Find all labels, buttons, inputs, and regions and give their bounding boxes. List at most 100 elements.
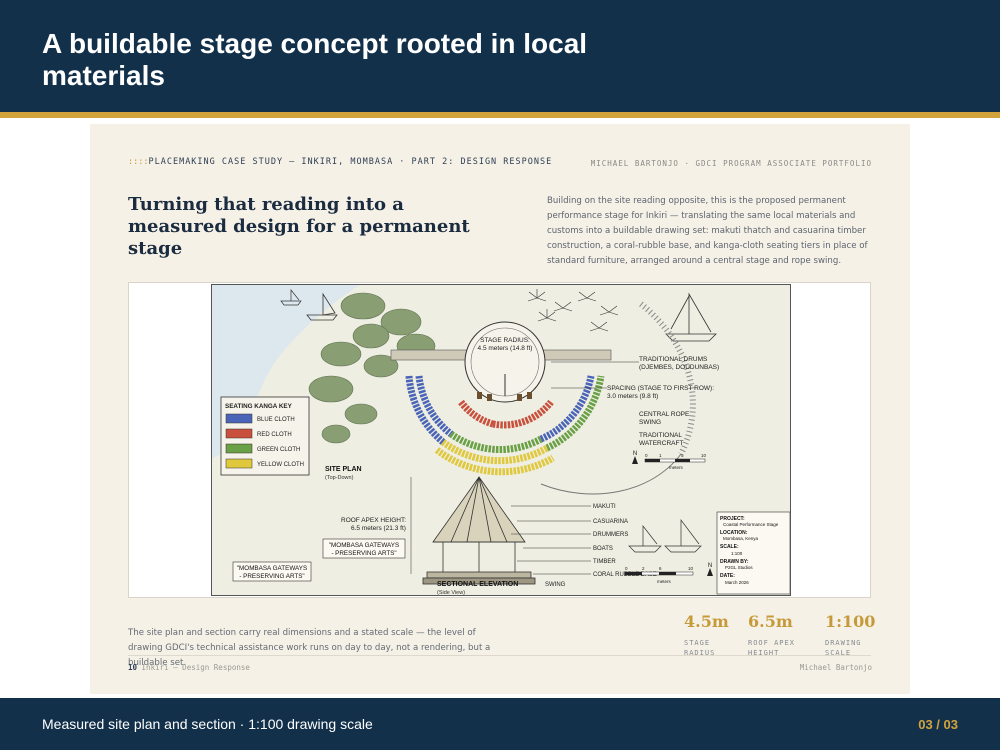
- stage-radius-label: STAGE RADIUS:: [480, 337, 530, 344]
- stat-label: ROOF APEX HEIGHT: [748, 638, 795, 658]
- architectural-drawing: STAGE RADIUS: 4.5 meters (14.8 ft) TRADI…: [211, 284, 791, 596]
- page-kicker: ::::PLACEMAKING CASE STUDY — INKIRI, MOM…: [128, 157, 552, 167]
- portfolio-page: ::::PLACEMAKING CASE STUDY — INKIRI, MOM…: [90, 124, 910, 694]
- slide-title: A buildable stage concept rooted in loca…: [42, 28, 588, 91]
- stat-label-line: RADIUS: [684, 649, 716, 657]
- header-accent-rule: [0, 112, 1000, 118]
- title-block: PROJECT: Coastal Performance Stage LOCAT…: [716, 511, 791, 595]
- stage-circle: [464, 321, 546, 403]
- scale-unit: meters: [657, 579, 672, 584]
- page-title: Turning that reading into a measured des…: [128, 194, 470, 259]
- kicker-text: PLACEMAKING CASE STUDY — INKIRI, MOMBASA…: [148, 157, 553, 167]
- slide-footer: Measured site plan and section · 1:100 d…: [0, 698, 1000, 750]
- stat-label-line: HEIGHT: [748, 649, 780, 657]
- tb-scale: 1:100: [731, 551, 743, 556]
- drawing-svg: STAGE RADIUS: 4.5 meters (14.8 ft) TRADI…: [211, 284, 791, 596]
- watercraft-sub: WATERCRAFT: [639, 440, 683, 447]
- stage-radius-value: 4.5 meters (14.8 ft): [478, 345, 533, 352]
- stat-label-line: ROOF APEX: [748, 639, 795, 647]
- tb-scale-label: SCALE:: [720, 544, 739, 550]
- stat-drawing-scale: 1:100 DRAWING SCALE: [825, 612, 875, 658]
- site-boundary: [540, 453, 682, 495]
- tb-location: Mombasa, Kenya: [723, 536, 759, 541]
- walkway-path: [639, 301, 696, 456]
- scale-tick: 2: [642, 566, 645, 571]
- scale-unit: meters: [669, 465, 684, 470]
- swing-label: SWING: [545, 582, 566, 588]
- page-number: 10: [128, 663, 138, 672]
- north-label-section: N: [708, 563, 712, 569]
- stat-label-line: SCALE: [825, 649, 852, 657]
- section-label-casuarina: CASUARINA: [593, 519, 628, 525]
- banner-sign-lower: "MOMBASA GATEWAYS - PRESERVING ARTS": [232, 561, 312, 582]
- author-credit: MICHAEL BARTONJO · GDCI PROGRAM ASSOCIAT…: [590, 159, 872, 168]
- slide-header: A buildable stage concept rooted in loca…: [0, 0, 1000, 112]
- page-indicator: 03 / 03: [918, 717, 958, 732]
- drawing-frame: STAGE RADIUS: 4.5 meters (14.8 ft) TRADI…: [128, 282, 871, 598]
- small-boat-icon: [280, 289, 302, 306]
- key-swatch-blue: [225, 413, 253, 424]
- scale-tick: 0: [645, 453, 648, 458]
- drawing-caption: The site plan and section carry real dim…: [128, 628, 491, 668]
- footer-caption: Measured site plan and section · 1:100 d…: [42, 716, 373, 732]
- tb-drawn-label: DRAWN BY:: [720, 559, 749, 565]
- section-label-makuti: MAKUTI: [593, 504, 616, 510]
- rope-swing-sub: SWING: [639, 419, 661, 426]
- section-boats-icon: [628, 518, 702, 553]
- scale-tick: 10: [701, 453, 707, 458]
- intro-paragraph: Building on the site reading opposite, t…: [547, 196, 868, 266]
- scale-tick: 5: [681, 453, 684, 458]
- key-label-yellow: YELLOW CLOTH: [257, 462, 304, 468]
- section-label-timber: TIMBER: [593, 559, 616, 565]
- tb-project: Coastal Performance Stage: [723, 522, 779, 527]
- roof-height-value: 6.5 meters (21.3 ft): [351, 525, 406, 532]
- banner-line-2: - PRESERVING ARTS": [239, 573, 304, 580]
- spacing-label: SPACING (STAGE TO FIRST ROW):: [607, 385, 714, 392]
- roof-height-label: ROOF APEX HEIGHT:: [341, 517, 406, 524]
- stat-value: 4.5m: [684, 612, 729, 631]
- scale-bar-section: N 0 2 6 10 meters: [624, 563, 713, 584]
- section-callouts: MAKUTI CASUARINA DRUMMERS BOATS TIMBER C…: [511, 504, 657, 578]
- key-swatch-green: [225, 443, 253, 454]
- section-subtitle: (Side View): [437, 590, 465, 596]
- drums-sub: (DJEMBES, DOUDUNBAS): [639, 364, 719, 371]
- section-label-drummers: DRUMMERS: [593, 532, 628, 538]
- sailboat-icon: [306, 292, 338, 321]
- stat-stage-radius: 4.5m STAGE RADIUS: [684, 612, 729, 658]
- site-plan-subtitle: (Top-Down): [325, 475, 354, 481]
- stat-label-line: DRAWING: [825, 639, 862, 647]
- dhow-icon: [665, 292, 717, 342]
- stat-label-line: STAGE: [684, 639, 711, 647]
- seating-tiers: [405, 375, 605, 476]
- key-label-red: RED CLOTH: [257, 432, 292, 438]
- kicker-dots: ::::: [128, 157, 149, 167]
- drums-label: TRADITIONAL DRUMS: [639, 356, 708, 363]
- page-section-name: Inkiri — Design Response: [141, 663, 250, 672]
- page-footer-rule: [128, 655, 871, 656]
- tb-drawn: P2GL Studios: [725, 565, 753, 570]
- stat-label: DRAWING SCALE: [825, 638, 875, 658]
- banner-line-1: "MOMBASA GATEWAYS: [237, 565, 307, 572]
- stat-label: STAGE RADIUS: [684, 638, 729, 658]
- seating-key: SEATING KANGA KEY BLUE CLOTH RED CLOTH G…: [220, 396, 310, 476]
- banner-sign-upper: "MOMBASA GATEWAYS - PRESERVING ARTS": [322, 538, 406, 559]
- stat-value: 1:100: [825, 612, 876, 631]
- tb-project-label: PROJECT:: [720, 516, 745, 522]
- section-label-boats: BOATS: [593, 546, 613, 552]
- tree-cluster: [308, 292, 436, 444]
- tb-location-label: LOCATION:: [720, 530, 748, 536]
- north-arrow-icon: N: [632, 451, 638, 464]
- section-title: SECTIONAL ELEVATION: [437, 581, 518, 588]
- spacing-value: 3.0 meters (9.8 ft): [607, 393, 658, 400]
- scale-bar-plan: 0 1 5 10 meters: [644, 453, 707, 470]
- scale-tick: 10: [688, 566, 694, 571]
- scale-tick: 6: [659, 566, 662, 571]
- stat-value: 6.5m: [748, 612, 793, 631]
- watercraft-label: TRADITIONAL: [639, 432, 682, 439]
- rope-swing-label: CENTRAL ROPE: [639, 411, 690, 418]
- banner-line-2: - PRESERVING ARTS": [331, 550, 396, 557]
- page-footer-left: 10 Inkiri — Design Response: [128, 663, 250, 672]
- key-label-blue: BLUE CLOTH: [257, 417, 295, 423]
- site-plan-title: SITE PLAN: [325, 466, 362, 473]
- palm-trees: [527, 289, 619, 332]
